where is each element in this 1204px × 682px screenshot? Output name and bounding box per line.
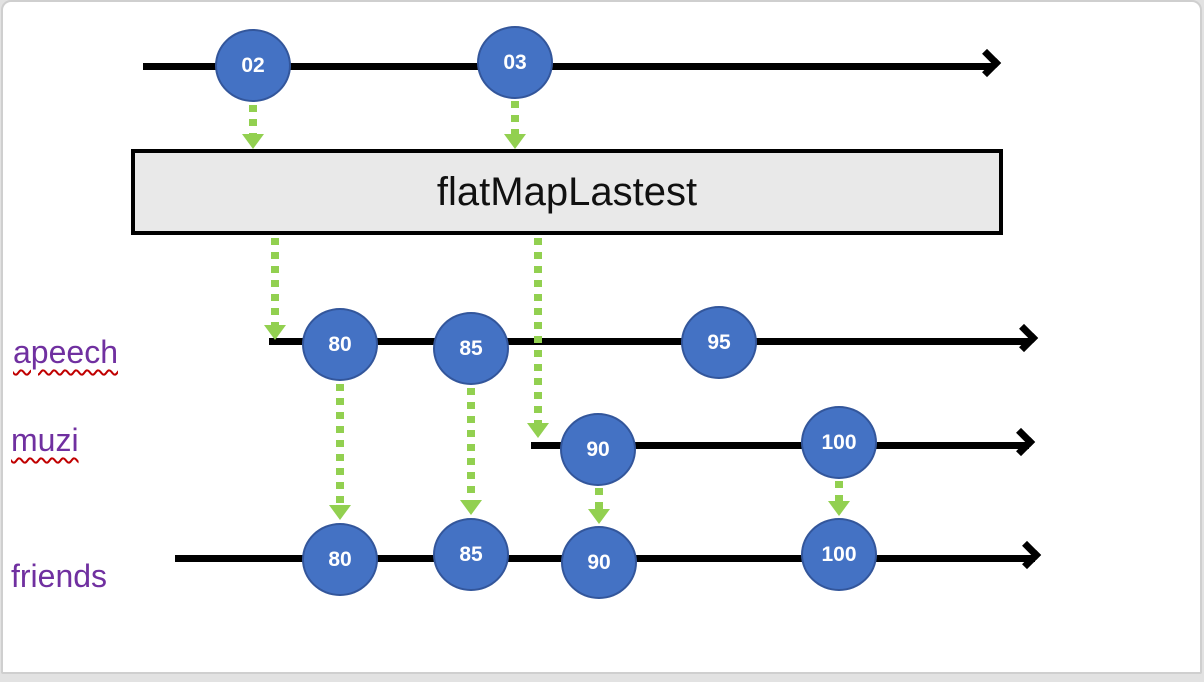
muzi-timeline-arrowhead-icon [1006, 427, 1036, 457]
marble-friends-90: 90 [561, 526, 637, 599]
source-timeline [143, 63, 993, 70]
marble-apeech-95: 95 [681, 306, 757, 379]
marble-source-02: 02 [215, 29, 291, 102]
marble-apeech-85: 85 [433, 312, 509, 385]
marble-friends-80: 80 [302, 523, 378, 596]
marble-diagram: 02 03 flatMapLastest apeech 80 85 95 muz… [3, 2, 1200, 672]
dashed-arrow-box-to-apeech-icon [264, 238, 286, 340]
dashed-arrow-03-to-box-icon [504, 101, 526, 149]
stream-label-apeech: apeech [13, 334, 118, 370]
source-timeline-arrowhead-icon [972, 48, 1002, 78]
apeech-timeline [269, 338, 1029, 345]
marble-muzi-100: 100 [801, 406, 877, 479]
operator-label: flatMapLastest [436, 169, 698, 214]
marble-muzi-90: 90 [560, 413, 636, 486]
dashed-arrow-box-to-muzi-icon [527, 238, 549, 438]
dashed-arrow-02-to-box-icon [242, 105, 264, 149]
marble-friends-100: 100 [801, 518, 877, 591]
dashed-arrow-90-to-friends-icon [588, 488, 610, 524]
muzi-timeline [531, 442, 1029, 449]
stream-label-friends: friends [11, 558, 108, 594]
marble-apeech-80: 80 [302, 308, 378, 381]
dashed-arrow-85-to-friends-icon [460, 388, 482, 515]
apeech-timeline-arrowhead-icon [1009, 323, 1039, 353]
friends-timeline-arrowhead-icon [1012, 540, 1042, 570]
dashed-arrow-80-to-friends-icon [329, 384, 351, 520]
marble-source-03: 03 [477, 26, 553, 99]
marble-friends-85: 85 [433, 518, 509, 591]
stream-label-muzi: muzi [11, 422, 79, 458]
operator-box: flatMapLastest [131, 149, 1003, 235]
dashed-arrow-100-to-friends-icon [828, 481, 850, 516]
